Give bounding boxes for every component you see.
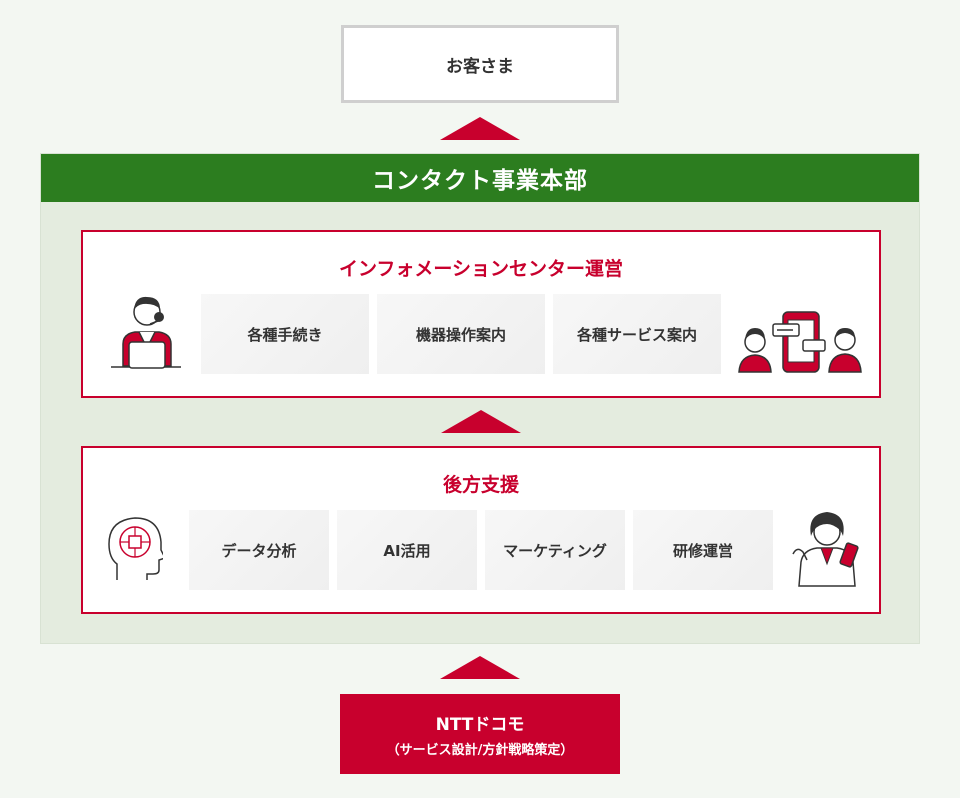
service-tile: マーケティング <box>485 510 625 590</box>
service-label: マーケティング <box>503 541 607 560</box>
service-label: AI活用 <box>383 541 431 560</box>
arrow-up-icon <box>440 117 520 140</box>
service-tile: AI活用 <box>337 510 477 590</box>
service-tile: 各種サービス案内 <box>553 294 721 374</box>
docomo-description: （サービス設計/方針戦略策定） <box>386 743 574 758</box>
service-tile: データ分析 <box>189 510 329 590</box>
operator-icon <box>111 296 181 369</box>
division-title: コンタクト事業本部 <box>41 154 919 202</box>
docomo-name: NTTドコモ <box>435 715 525 735</box>
service-label: 各種手続き <box>247 325 323 344</box>
customer-label: お客さま <box>446 56 514 77</box>
service-tile: 機器操作案内 <box>377 294 545 374</box>
presenter-icon <box>792 512 859 587</box>
service-tile: 研修運営 <box>633 510 773 590</box>
arrow-up-icon <box>441 410 521 433</box>
back-office-title: 後方支援 <box>442 474 519 496</box>
info-center-title: インフォメーションセンター運営 <box>338 258 624 280</box>
service-tile: 各種手続き <box>201 294 369 374</box>
service-label: データ分析 <box>221 541 297 560</box>
back-office-panel: 後方支援 データ分析 AI活用 マーケティング 研修運営 <box>81 446 881 614</box>
smartphone-chat-icon <box>738 311 862 373</box>
contact-division: コンタクト事業本部 インフォメーションセンター運営 各種手続き 機器操作案内 <box>40 153 920 644</box>
docomo-box: NTTドコモ （サービス設計/方針戦略策定） <box>340 694 620 774</box>
service-label: 機器操作案内 <box>415 325 506 344</box>
service-label: 各種サービス案内 <box>576 325 697 344</box>
ai-brain-icon <box>108 517 163 580</box>
customer-box: お客さま <box>341 25 619 103</box>
info-center-panel: インフォメーションセンター運営 各種手続き 機器操作案内 各種サービス案内 <box>81 230 881 398</box>
service-label: 研修運営 <box>672 541 733 560</box>
arrow-up-icon <box>440 656 520 679</box>
